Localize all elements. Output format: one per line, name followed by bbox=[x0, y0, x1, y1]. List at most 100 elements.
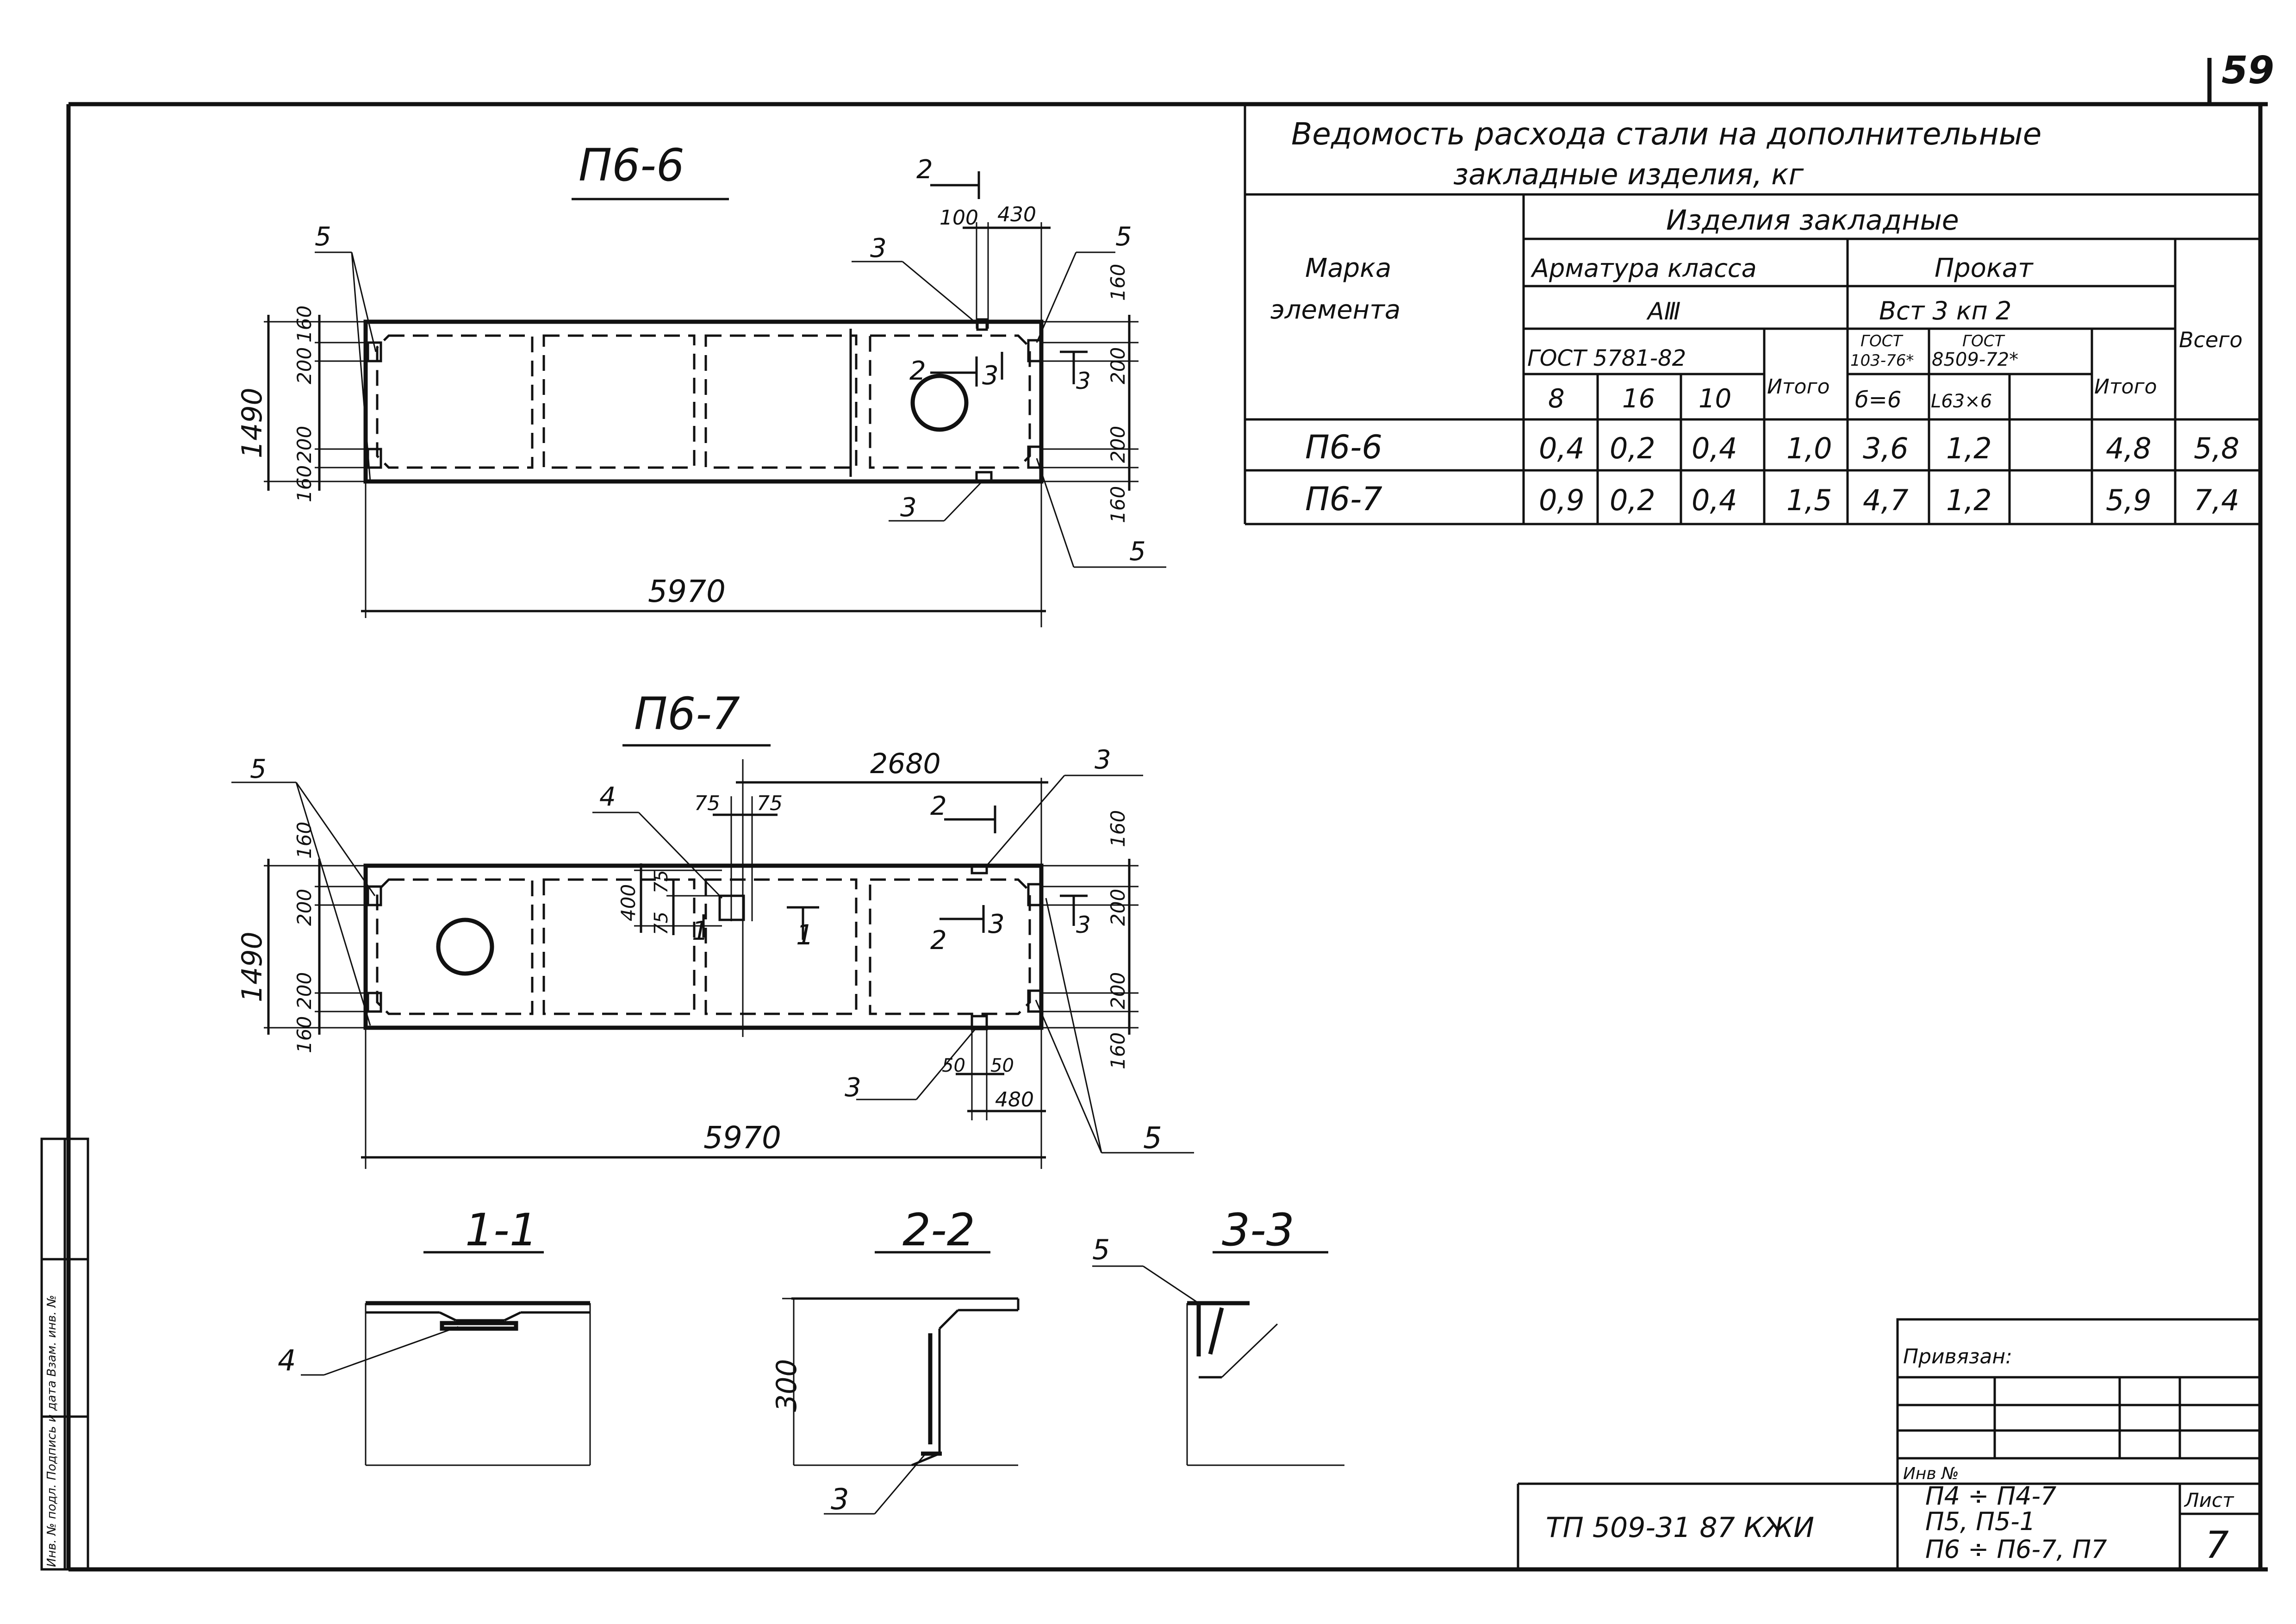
section-2-2: 2-2 300 3 bbox=[771, 1204, 1020, 1516]
svg-text:160: 160 bbox=[293, 1016, 316, 1053]
svg-text:5,8: 5,8 bbox=[2194, 431, 2240, 465]
vsego: Всего bbox=[2179, 327, 2242, 352]
svg-text:4: 4 bbox=[278, 1343, 296, 1377]
svg-text:3: 3 bbox=[982, 361, 999, 391]
svg-text:4,7: 4,7 bbox=[1863, 483, 1909, 517]
prokat-itogo: Итого bbox=[2094, 375, 2157, 399]
svg-text:Привязан:: Привязан: bbox=[1903, 1345, 2012, 1368]
svg-text:200: 200 bbox=[293, 972, 316, 1009]
side-stamp-text: Инв. № подл. Подпись и дата Взам. инв. № bbox=[45, 1295, 59, 1567]
sheet-number-top: 59 bbox=[2221, 49, 2274, 93]
svg-text:200: 200 bbox=[293, 426, 316, 463]
col-marka-2: элемента bbox=[1270, 295, 1400, 325]
svg-text:4,8: 4,8 bbox=[2106, 431, 2152, 465]
svg-text:160: 160 bbox=[1107, 1032, 1129, 1069]
svg-text:П4 ÷ П4-7: П4 ÷ П4-7 bbox=[1925, 1481, 2056, 1511]
svg-text:1,2: 1,2 bbox=[1946, 431, 1992, 465]
svg-text:1: 1 bbox=[796, 919, 814, 951]
table-group-header: Изделия закладные bbox=[1666, 204, 1959, 237]
svg-text:П6-7: П6-7 bbox=[634, 688, 740, 740]
svg-text:5: 5 bbox=[315, 222, 331, 252]
prokat-gost1-a: ГОСТ bbox=[1860, 332, 1903, 350]
prokat-header: Прокат bbox=[1935, 253, 2034, 283]
svg-text:Инв №: Инв № bbox=[1903, 1464, 1959, 1483]
svg-text:3: 3 bbox=[870, 233, 887, 263]
svg-text:160: 160 bbox=[293, 306, 316, 343]
svg-text:200: 200 bbox=[1107, 972, 1129, 1009]
svg-text:1: 1 bbox=[692, 916, 709, 946]
svg-text:2: 2 bbox=[930, 791, 947, 821]
svg-text:50: 50 bbox=[990, 1055, 1014, 1076]
svg-text:1-1: 1-1 bbox=[465, 1204, 538, 1256]
svg-text:3: 3 bbox=[1076, 368, 1091, 394]
svg-text:3: 3 bbox=[1095, 745, 1111, 775]
title-block: Привязан: Инв № ТП 509-31 87 КЖИ П4 ÷ П4… bbox=[1517, 1318, 2262, 1571]
svg-text:0,2: 0,2 bbox=[1610, 483, 1655, 517]
table-row: П6-7 0,9 0,2 0,4 1,5 4,7 1,2 5,9 7,4 bbox=[1305, 480, 2240, 518]
svg-text:7: 7 bbox=[2205, 1524, 2229, 1567]
prokat-size-2: L63×6 bbox=[1931, 391, 1992, 412]
svg-text:5970: 5970 bbox=[648, 574, 726, 609]
side-stamp: Инв. № подл. Подпись и дата Взам. инв. № bbox=[40, 1137, 89, 1571]
svg-text:5: 5 bbox=[1092, 1234, 1110, 1266]
svg-text:160: 160 bbox=[1107, 486, 1129, 523]
svg-text:П6-6: П6-6 bbox=[579, 139, 684, 191]
svg-text:3: 3 bbox=[1076, 912, 1091, 938]
svg-text:5970: 5970 bbox=[703, 1120, 781, 1156]
svg-text:3: 3 bbox=[988, 909, 1005, 939]
col-marka-1: Марка bbox=[1305, 253, 1391, 283]
section-1-1: 1-1 4 bbox=[278, 1204, 591, 1466]
table-title-2: закладные изделия, кг bbox=[1453, 157, 1804, 191]
svg-text:480: 480 bbox=[995, 1088, 1034, 1112]
svg-text:5: 5 bbox=[250, 754, 267, 784]
svg-text:3,6: 3,6 bbox=[1863, 431, 1909, 465]
svg-text:200: 200 bbox=[1107, 347, 1129, 384]
armatura-header: Арматура класса bbox=[1531, 254, 1757, 283]
svg-text:5: 5 bbox=[1143, 1121, 1162, 1156]
steel-table bbox=[1244, 104, 2260, 525]
svg-text:П6 ÷ П6-7, П7: П6 ÷ П6-7, П7 bbox=[1925, 1535, 2107, 1564]
svg-text:3-3: 3-3 bbox=[1222, 1204, 1294, 1256]
armatura-class: AⅢ bbox=[1646, 298, 1680, 325]
svg-text:0,9: 0,9 bbox=[1539, 483, 1585, 517]
armatura-gost: ГОСТ 5781-82 bbox=[1527, 345, 1686, 371]
prokat-gost2-a: ГОСТ bbox=[1962, 332, 2005, 350]
svg-text:3: 3 bbox=[900, 493, 917, 523]
svg-text:Лист: Лист bbox=[2184, 1489, 2234, 1512]
svg-text:2: 2 bbox=[916, 155, 933, 185]
prokat-gost2-b: 8509-72* bbox=[1932, 349, 2018, 370]
svg-text:4: 4 bbox=[599, 782, 616, 812]
svg-text:1490: 1490 bbox=[236, 931, 268, 1002]
armatura-itogo: Итого bbox=[1767, 375, 1830, 399]
svg-text:200: 200 bbox=[293, 347, 316, 384]
svg-text:160: 160 bbox=[293, 465, 316, 502]
svg-text:200: 200 bbox=[293, 889, 316, 926]
svg-text:75: 75 bbox=[651, 912, 672, 935]
svg-text:П5, П5-1: П5, П5-1 bbox=[1925, 1507, 2035, 1536]
plan-p6-6: П6-6 1490 160 200 200 160 bbox=[236, 139, 1166, 627]
svg-text:3: 3 bbox=[831, 1482, 849, 1516]
svg-text:1,5: 1,5 bbox=[1786, 483, 1832, 517]
svg-text:ТП 509-31 87 КЖИ: ТП 509-31 87 КЖИ bbox=[1546, 1512, 1814, 1544]
svg-text:П6-6: П6-6 bbox=[1305, 428, 1382, 466]
svg-text:2: 2 bbox=[909, 356, 926, 386]
svg-text:200: 200 bbox=[1107, 889, 1129, 926]
svg-text:0,4: 0,4 bbox=[1539, 431, 1585, 465]
diameter-8: 8 bbox=[1548, 384, 1565, 414]
prokat-size-1: б=6 bbox=[1855, 387, 1901, 413]
svg-text:1490: 1490 bbox=[236, 387, 268, 458]
svg-text:160: 160 bbox=[1107, 810, 1129, 847]
svg-text:1,0: 1,0 bbox=[1786, 431, 1832, 465]
svg-text:100: 100 bbox=[940, 206, 978, 230]
section-3-3: 3-3 5 bbox=[1092, 1204, 1344, 1466]
prokat-steel: Вст 3 кп 2 bbox=[1879, 296, 2011, 325]
diameter-16: 16 bbox=[1622, 384, 1655, 414]
svg-text:75: 75 bbox=[651, 870, 672, 893]
svg-text:7,4: 7,4 bbox=[2194, 483, 2240, 517]
prokat-gost1-b: 103-76* bbox=[1850, 351, 1914, 370]
svg-text:5: 5 bbox=[1115, 222, 1132, 252]
svg-text:0,4: 0,4 bbox=[1692, 483, 1737, 517]
svg-text:200: 200 bbox=[1107, 426, 1129, 463]
table-title-1: Ведомость расхода стали на дополнительны… bbox=[1291, 116, 2041, 152]
